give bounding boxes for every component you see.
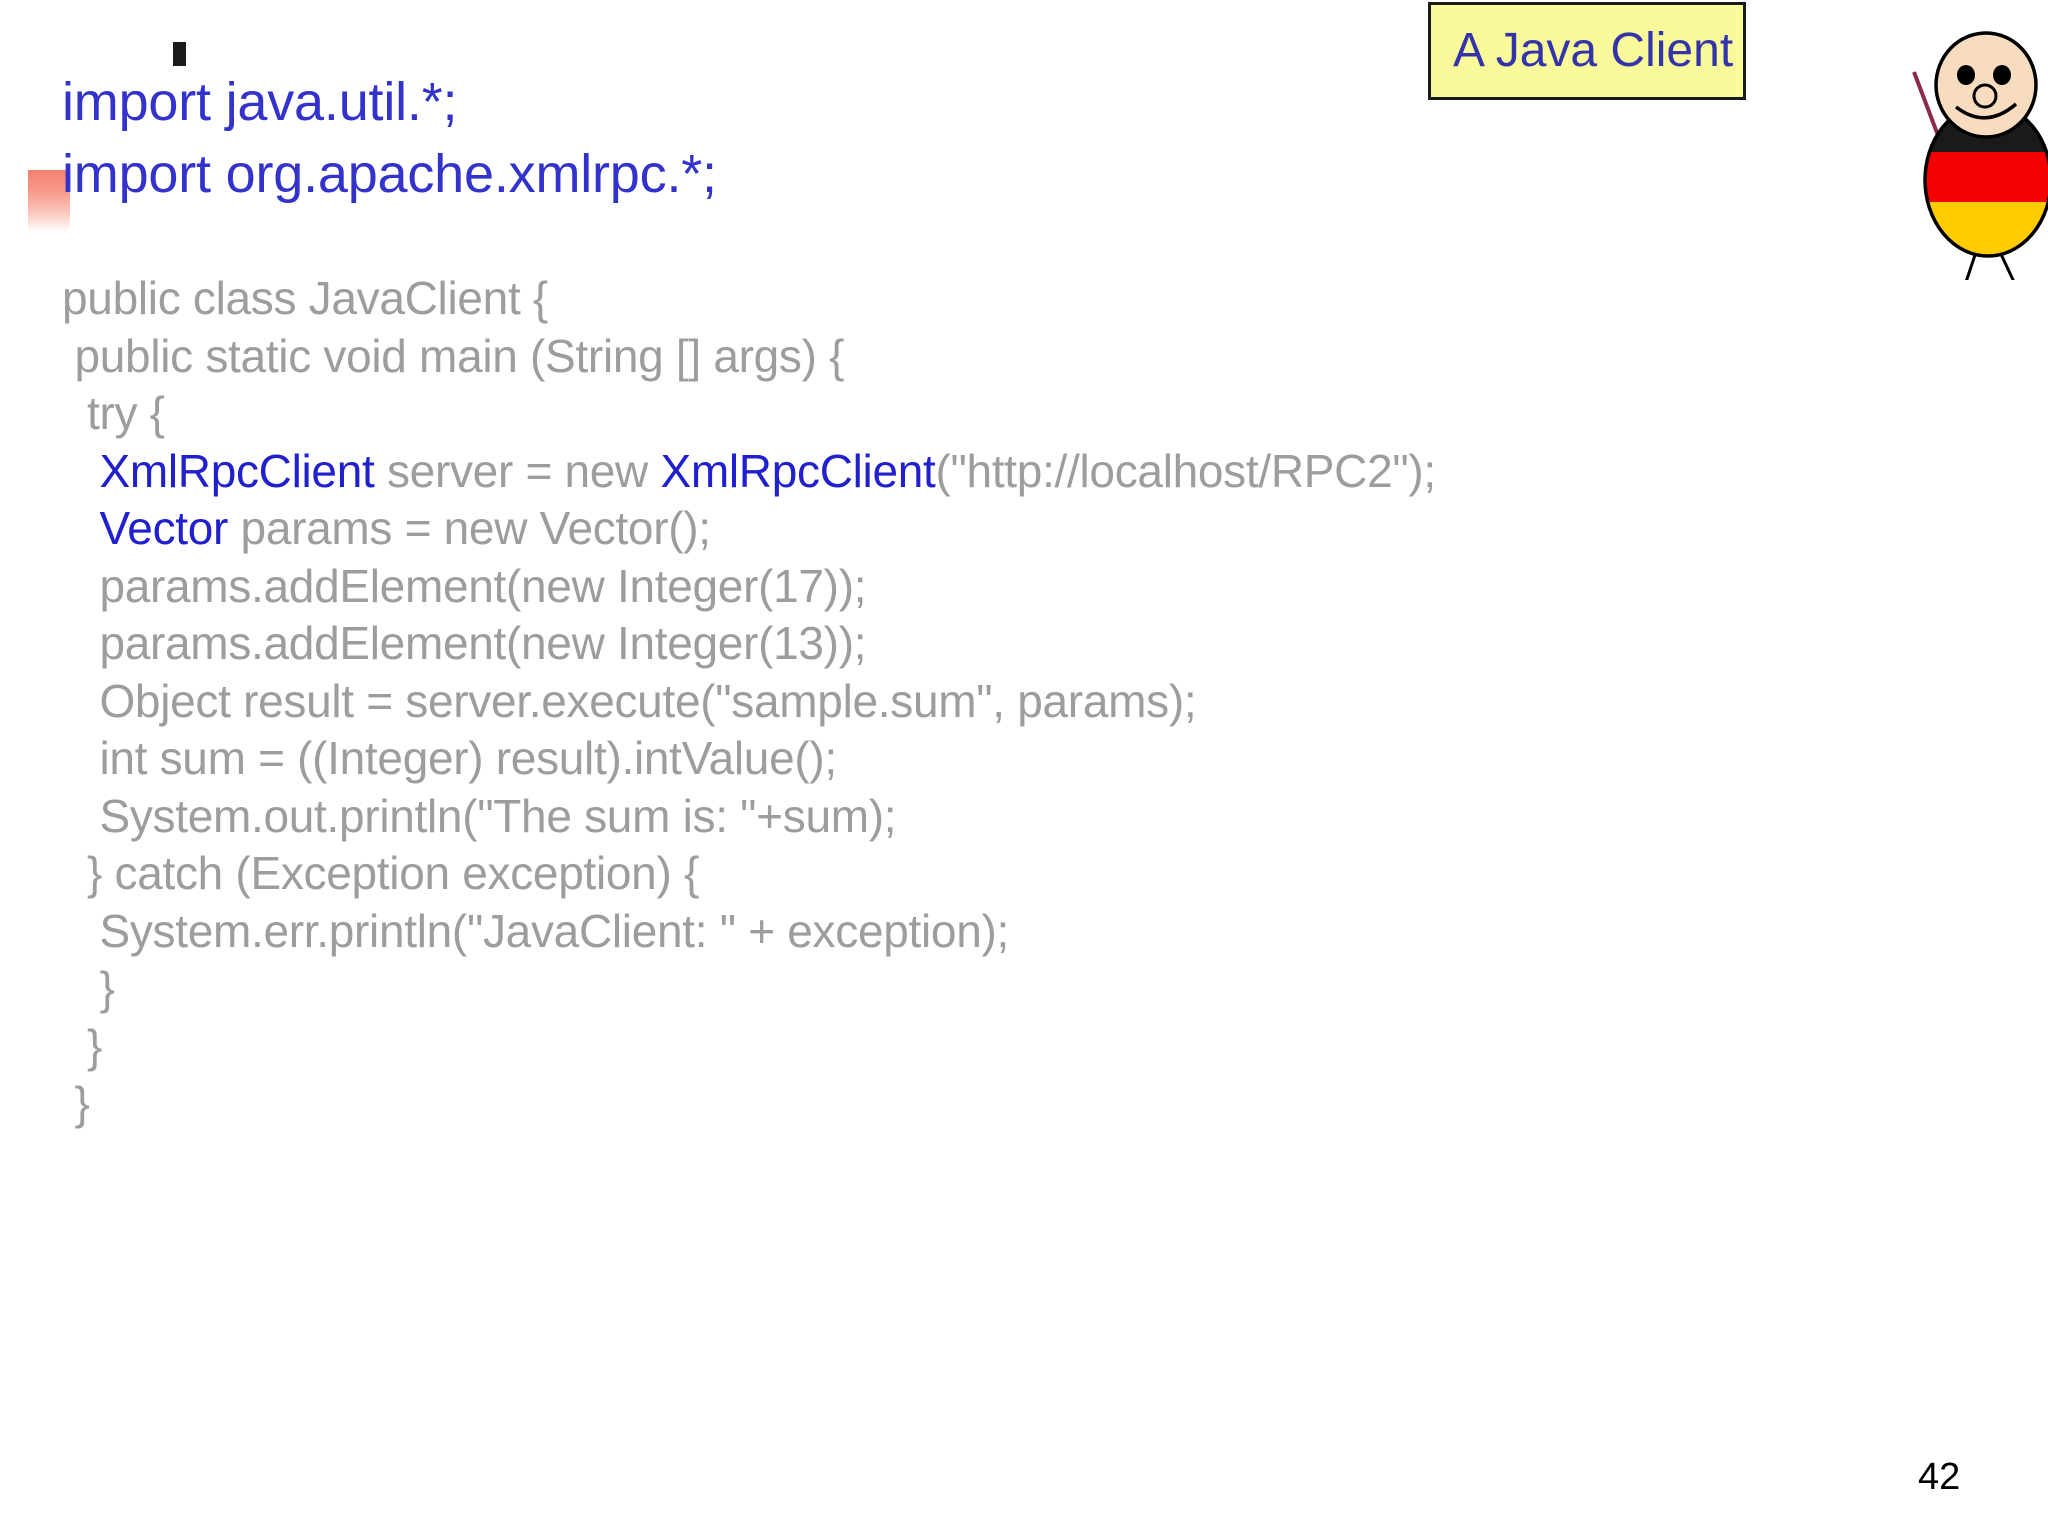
callout-box: A Java Client xyxy=(1428,2,1746,100)
callout-label: A Java Client xyxy=(1453,24,1734,77)
code-text: params = new Vector(); xyxy=(228,502,712,554)
code-line: System.err.println("JavaClient: " + exce… xyxy=(62,903,1962,961)
code-text: try { xyxy=(62,387,165,439)
code-text: params.addElement(new Integer(17)); xyxy=(62,559,867,612)
code-text: ("http://localhost/RPC2"); xyxy=(935,444,1437,497)
right-leg-icon xyxy=(1998,251,2015,280)
presenter-figure xyxy=(1912,31,2048,280)
code-text xyxy=(62,445,99,497)
code-text: public static void main (String [] args)… xyxy=(62,329,845,382)
code-text: int sum = ((Integer) result).intValue(); xyxy=(62,732,837,784)
code-text: } xyxy=(62,962,115,1014)
code-text xyxy=(62,502,99,554)
code-text: } catch (Exception exception) { xyxy=(62,847,700,899)
nose-icon xyxy=(1972,83,1998,109)
code-text: public class JavaClient { xyxy=(62,272,548,324)
right-eye-icon xyxy=(1993,65,2011,85)
left-leg-icon xyxy=(1965,251,1978,280)
code-text: System.out.println("The sum is: "+sum); xyxy=(62,789,897,842)
code-line: XmlRpcClient server = new XmlRpcClient("… xyxy=(62,443,1962,501)
code-text: } xyxy=(62,1077,90,1129)
code-line: System.out.println("The sum is: "+sum); xyxy=(62,788,1962,846)
code-line: public static void main (String [] args)… xyxy=(62,328,1962,386)
code-line: Vector params = new Vector(); xyxy=(62,500,1962,558)
smile-icon xyxy=(1954,102,2018,120)
import-statements: import java.util.*; import org.apache.xm… xyxy=(62,66,1062,210)
code-line: int sum = ((Integer) result).intValue(); xyxy=(62,730,1962,788)
flag-stripe-red xyxy=(1925,152,2048,202)
code-line: } xyxy=(62,960,1962,1018)
left-eye-icon xyxy=(1957,65,1975,85)
code-text: server = new xyxy=(374,444,661,497)
code-line: public class JavaClient { xyxy=(62,270,1962,328)
code-keyword: XmlRpcClient xyxy=(660,444,936,497)
page-number: 42 xyxy=(1918,1456,1961,1498)
code-text: System.err.println("JavaClient: " + exce… xyxy=(62,904,1009,957)
red-gradient-accent-block xyxy=(28,170,70,232)
code-text: Object result = server.execute("sample.s… xyxy=(62,674,1197,727)
code-line: try { xyxy=(62,385,1962,443)
import-line: import java.util.*; xyxy=(62,72,458,132)
code-line: } catch (Exception exception) { xyxy=(62,845,1962,903)
import-line: import org.apache.xmlrpc.*; xyxy=(62,144,717,204)
code-keyword: Vector xyxy=(99,502,229,554)
code-keyword: XmlRpcClient xyxy=(99,444,375,497)
java-code-block: public class JavaClient { public static … xyxy=(62,270,1962,1133)
code-line: } xyxy=(62,1075,1962,1133)
bullet-square-marker xyxy=(173,42,186,66)
code-text: params.addElement(new Integer(13)); xyxy=(62,617,867,669)
code-line: Object result = server.execute("sample.s… xyxy=(62,673,1962,731)
code-line: } xyxy=(62,1018,1962,1076)
code-line: params.addElement(new Integer(17)); xyxy=(62,558,1962,616)
code-text: } xyxy=(62,1019,103,1072)
code-line: params.addElement(new Integer(13)); xyxy=(62,615,1962,673)
